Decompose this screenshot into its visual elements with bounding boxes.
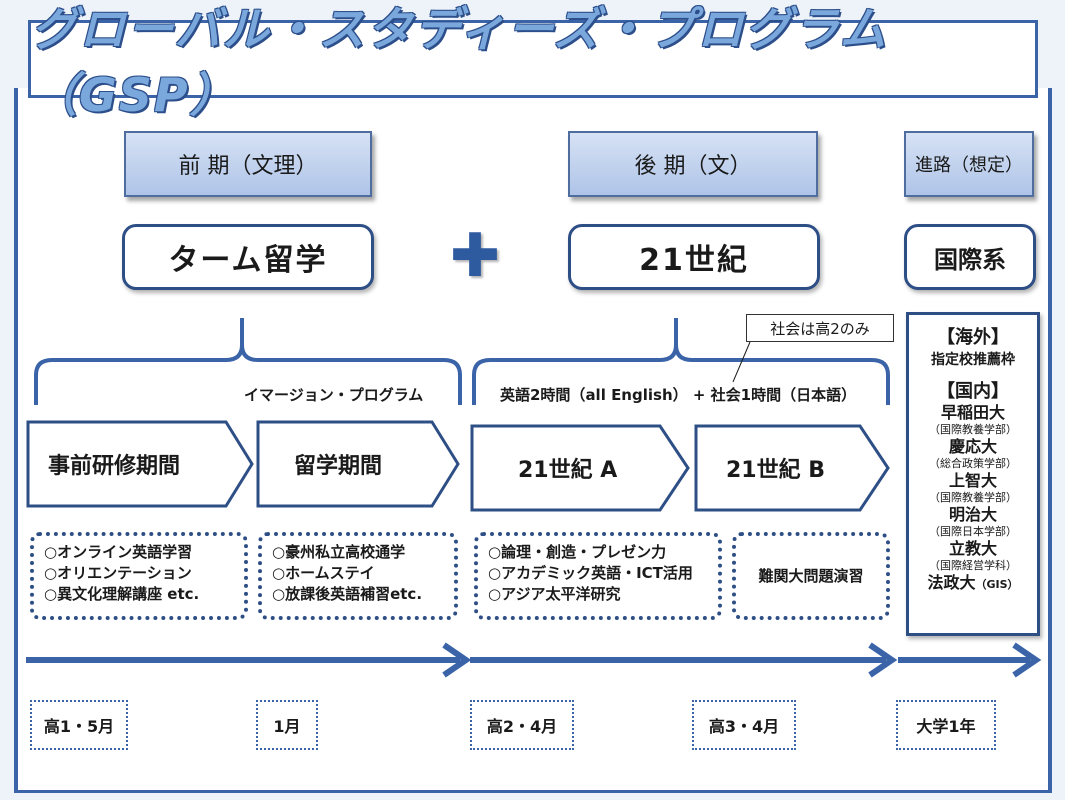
university-faculty: （国際経営学科） <box>929 559 1017 572</box>
brace-late <box>472 318 890 405</box>
date-label: 高3・4月 <box>692 700 796 750</box>
university-faculty: （国際教養学部） <box>929 491 1017 504</box>
program-international: 国際系 <box>904 224 1036 290</box>
list-item: ○放課後英語補習etc. <box>272 585 423 603</box>
list-item: 難関大問題演習 <box>758 566 864 585</box>
header-career-path: 進路（想定） <box>904 131 1034 197</box>
university-name: 上智大 <box>948 471 997 490</box>
timeline-arrow-3 <box>1012 642 1042 678</box>
university-name: 立教大 <box>948 539 997 558</box>
list-item: ○豪州私立高校通学 <box>272 543 406 561</box>
phase-abroad: 留学期間 <box>256 420 460 508</box>
timeline-arrow-2 <box>868 642 898 678</box>
list-item: ○アカデミック英語・ICT活用 <box>488 564 693 582</box>
overseas-note: 指定校推薦枠 <box>931 352 1015 368</box>
phase-pre-training: 事前研修期間 <box>26 420 254 508</box>
details-21-a: ○論理・創造・プレゼン力 ○アカデミック英語・ICT活用 ○アジア太平洋研究 <box>474 532 722 620</box>
university-name: 法政大（GIS） <box>927 573 1019 592</box>
domestic-title: 【国内】 <box>937 381 1009 402</box>
label-english-social: 英語2時間（all English） + 社会1時間（日本語） <box>500 386 857 404</box>
list-item: ○異文化理解講座 etc. <box>44 585 200 603</box>
details-pre-training: ○オンライン英語学習 ○オリエンテーション ○異文化理解講座 etc. <box>30 532 248 620</box>
date-label: 1月 <box>256 700 318 750</box>
title-banner: グローバル・スタディーズ・プログラム（GSP） <box>28 2 1038 122</box>
phase-21-a-label: 21世紀 A <box>518 458 618 483</box>
university-name: 明治大 <box>948 505 997 524</box>
date-label: 大学1年 <box>896 700 996 750</box>
program-term-study: ターム留学 <box>122 224 374 290</box>
timeline-arrow-1 <box>442 642 472 678</box>
brace-early <box>34 318 462 405</box>
list-item: ○オリエンテーション <box>44 564 192 582</box>
overseas-title: 【海外】 <box>937 327 1009 348</box>
list-item: ○ホームステイ <box>272 564 375 582</box>
callout-pointer <box>732 341 751 383</box>
university-name: 早稲田大 <box>940 403 1005 422</box>
list-item: ○アジア太平洋研究 <box>488 585 621 603</box>
university-faculty: （国際日本学部） <box>929 525 1017 538</box>
header-early-period: 前 期（文理） <box>124 131 372 197</box>
page-title: グローバル・スタディーズ・プログラム（GSP） <box>31 2 888 122</box>
details-abroad: ○豪州私立高校通学 ○ホームステイ ○放課後英語補習etc. <box>258 532 458 620</box>
label-immersion: イマージョン・プログラム <box>244 386 424 404</box>
date-label: 高1・5月 <box>30 700 128 750</box>
callout-social-note: 社会は高2のみ <box>746 314 894 342</box>
phase-abroad-label: 留学期間 <box>294 454 383 479</box>
career-panel: 【海外】 指定校推薦枠 【国内】 早稲田大 （国際教養学部） 慶応大 （総合政策… <box>906 312 1040 636</box>
university-faculty: （国際教養学部） <box>929 423 1017 436</box>
phase-pre-training-label: 事前研修期間 <box>48 454 181 479</box>
program-21st-century: 21世紀 <box>568 224 820 290</box>
list-item: ○論理・創造・プレゼン力 <box>488 543 667 561</box>
phase-21-b: 21世紀 B <box>694 424 890 512</box>
header-late-period: 後 期（文） <box>568 131 818 197</box>
list-item: ○オンライン英語学習 <box>44 543 193 561</box>
phase-21-b-label: 21世紀 B <box>726 458 826 483</box>
university-faculty: （総合政策学部） <box>929 457 1017 470</box>
plus-icon: ✚ <box>449 221 501 291</box>
date-label: 高2・4月 <box>470 700 574 750</box>
details-21-b: 難関大問題演習 <box>732 532 890 620</box>
university-name: 慶応大 <box>948 437 997 456</box>
phase-21-a: 21世紀 A <box>470 424 690 512</box>
